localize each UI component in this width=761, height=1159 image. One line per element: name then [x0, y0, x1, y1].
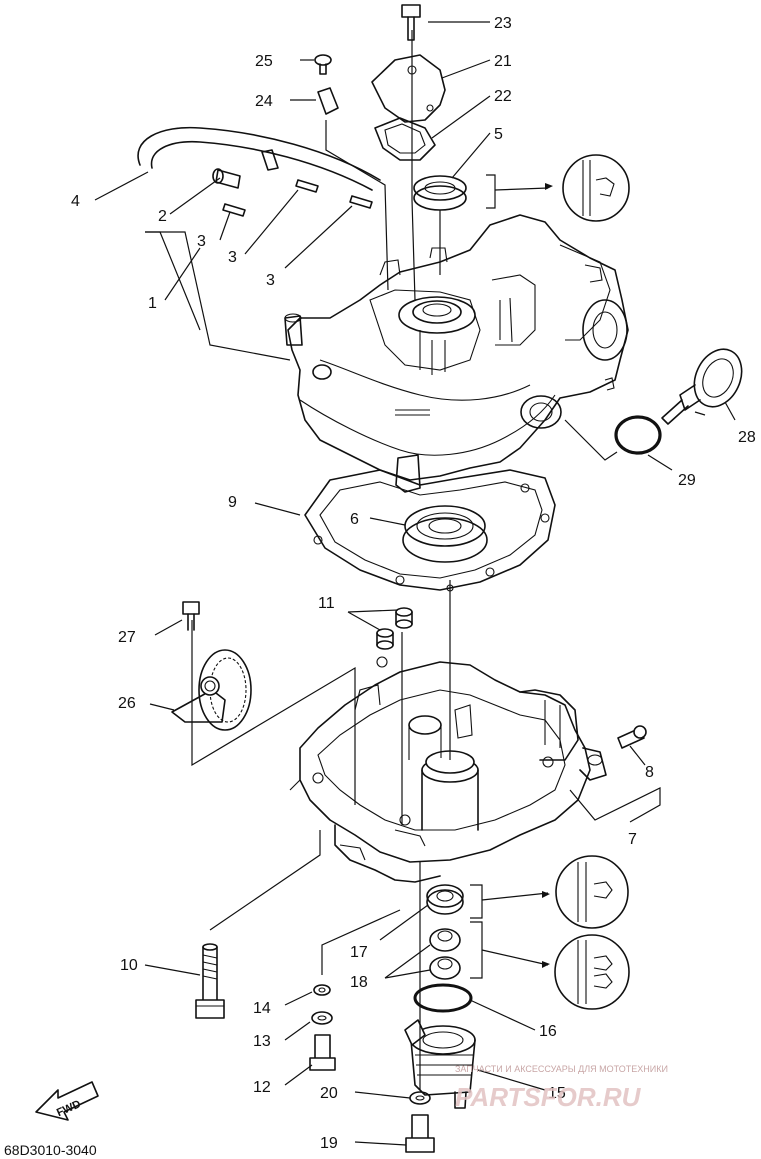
o-ring-16: [413, 983, 473, 1013]
bolt-23: [401, 4, 421, 41]
callout-10: 10: [120, 957, 138, 974]
dowel-pins: [212, 168, 373, 217]
callout-3c: 3: [266, 272, 275, 289]
callout-25: 25: [255, 53, 273, 70]
lower-crankcase: [289, 656, 607, 883]
bolt-19: [405, 1114, 435, 1153]
upper-crankcase: [284, 214, 629, 493]
callout-18: 18: [350, 974, 368, 991]
screw-12: [309, 1034, 336, 1071]
callout-9: 9: [228, 494, 237, 511]
callout-5: 5: [494, 126, 503, 143]
washer-20: [409, 1091, 431, 1105]
watermark: ЗАПЧАСТИ И АКСЕССУАРЫ ДЛЯ МОТОТЕХНИКИ PA…: [455, 1064, 668, 1112]
crankcase-gasket: [304, 469, 556, 592]
bolt-27: [182, 601, 200, 631]
screw-25: [314, 54, 332, 75]
callout-29: 29: [678, 472, 696, 489]
callout-6: 6: [350, 511, 359, 528]
callout-17: 17: [350, 944, 368, 961]
callout-3b: 3: [228, 249, 237, 266]
callout-24: 24: [255, 93, 273, 110]
washer-13: [311, 1011, 333, 1025]
callout-27: 27: [118, 629, 136, 646]
callout-16: 16: [539, 1023, 557, 1040]
watermark-brand: PARTSFOR.RU: [455, 1082, 642, 1112]
leader-lines: [94, 21, 736, 1146]
oil-filler-cap: [661, 348, 743, 425]
callout-8: 8: [645, 764, 654, 781]
top-cover: [371, 54, 446, 123]
oil-seal-top: [413, 175, 467, 211]
seal-detail-circle-3: [542, 934, 630, 1010]
seal-detail-circle-1: [545, 154, 630, 222]
collars: [376, 607, 413, 650]
washer-14: [313, 984, 331, 996]
long-bolt-10: [195, 943, 225, 1019]
callout-2: 2: [158, 208, 167, 225]
seal-detail-circle-2: [542, 855, 629, 929]
callout-13: 13: [253, 1033, 271, 1050]
o-ring-29: [614, 415, 662, 455]
callout-21: 21: [494, 53, 512, 70]
pump-housing-15: [404, 1019, 476, 1109]
callout-7: 7: [628, 831, 637, 848]
callout-20: 20: [320, 1085, 338, 1102]
bearing-main: [402, 505, 488, 563]
top-cover-gasket: [374, 117, 436, 161]
callout-23: 23: [494, 15, 512, 32]
fwd-label: FWD: [55, 1098, 83, 1119]
callout-11: 11: [318, 595, 335, 612]
callout-28: 28: [738, 429, 756, 446]
callout-3a: 3: [197, 233, 206, 250]
watermark-tagline: ЗАПЧАСТИ И АКСЕССУАРЫ ДЛЯ МОТОТЕХНИКИ: [455, 1064, 668, 1074]
callout-26: 26: [118, 695, 136, 712]
callout-12: 12: [253, 1079, 271, 1096]
callout-19: 19: [320, 1135, 338, 1152]
callout-22: 22: [494, 88, 512, 105]
callout-4: 4: [71, 193, 80, 210]
fwd-arrow-icon: FWD: [35, 1081, 99, 1121]
bolt-8: [617, 725, 647, 749]
oil-pump-gear: [171, 649, 252, 731]
clip-24: [317, 87, 339, 115]
callout-labels: 23 21 25 22 24 5 4 2 3 3 3 1 28 29 9 6 1…: [71, 15, 756, 1152]
bearings-18: [429, 928, 461, 980]
callout-14: 14: [253, 1000, 271, 1017]
callout-15: 15: [548, 1085, 566, 1102]
seal-17: [426, 884, 464, 915]
breather-hose: [137, 126, 381, 191]
diagram-code: 68D3010-3040: [4, 1142, 97, 1158]
callout-1: 1: [148, 295, 157, 312]
